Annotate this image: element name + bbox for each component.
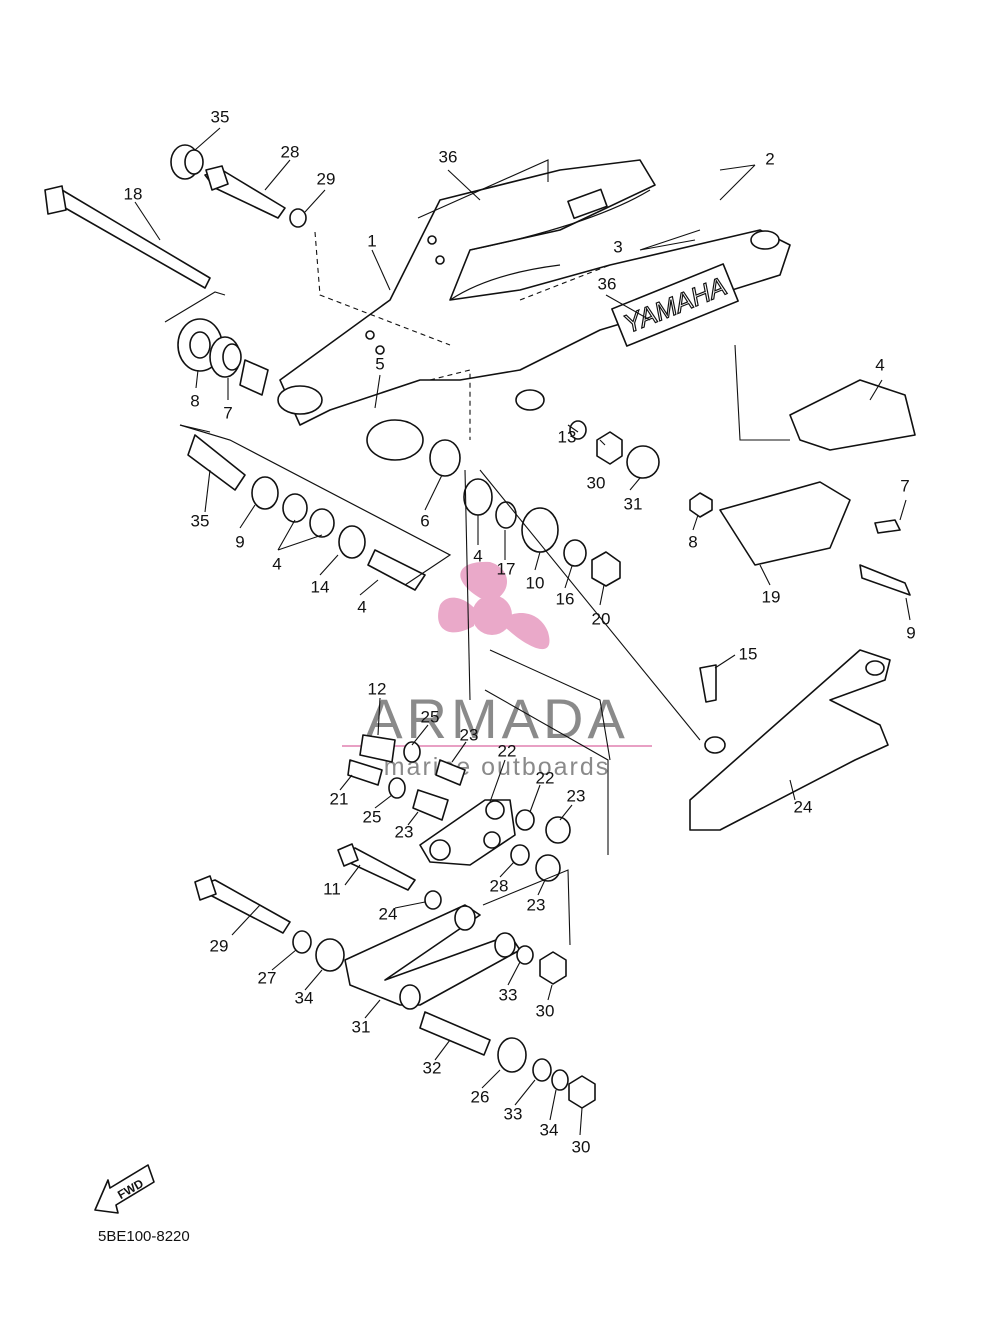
callout-number: 19	[762, 587, 781, 606]
callout-number: 23	[460, 725, 479, 744]
callout-number: 31	[624, 494, 643, 513]
callout-number: 9	[906, 623, 915, 642]
callout-number: 12	[368, 679, 387, 698]
callout-number: 34	[540, 1120, 559, 1139]
callout-number: 5	[375, 354, 384, 373]
chain-guide	[689, 379, 916, 596]
washer-29-upper	[289, 208, 307, 228]
callout-number: 6	[420, 511, 429, 530]
callout-number: 36	[598, 274, 617, 293]
callout-number: 25	[421, 707, 440, 726]
swingarm: YAMAHA	[277, 159, 791, 461]
callout-number: 28	[490, 876, 509, 895]
callout-number: 26	[471, 1087, 490, 1106]
callout-number: 22	[536, 768, 555, 787]
callout-number: 33	[499, 985, 518, 1004]
callout-number: 14	[311, 577, 330, 596]
callout-number: 30	[536, 1001, 555, 1020]
callout-number: 30	[572, 1137, 591, 1156]
callout-number: 9	[235, 532, 244, 551]
callout-number: 24	[794, 797, 813, 816]
callout-number: 8	[688, 532, 697, 551]
callout-number: 4	[875, 355, 884, 374]
callout-number: 17	[497, 559, 516, 578]
callout-number: 25	[363, 807, 382, 826]
watermark-title: ARMADA	[365, 687, 629, 750]
left-pivot-bearings	[177, 318, 452, 591]
callout-number: 35	[191, 511, 210, 530]
callout-number: 34	[295, 988, 314, 1007]
leader-lines	[134, 127, 911, 1136]
callout-number: 4	[473, 546, 482, 565]
callout-number: 7	[900, 476, 909, 495]
callout-number: 16	[556, 589, 575, 608]
callout-number: 29	[210, 936, 229, 955]
fwd-arrow-icon: FWD	[94, 1164, 155, 1214]
callout-number: 20	[592, 609, 611, 628]
callout-number: 22	[498, 741, 517, 760]
callout-number: 36	[439, 147, 458, 166]
callout-number: 4	[272, 554, 281, 573]
callout-number: 23	[395, 822, 414, 841]
callout-number: 2	[765, 149, 774, 168]
callout-number: 4	[357, 597, 366, 616]
watermark-subtitle: marine outboards	[384, 753, 611, 781]
callout-number: 3	[613, 237, 622, 256]
watermark: ARMADA marine outboards	[342, 561, 652, 781]
connecting-rod-32	[194, 843, 596, 1109]
drawing-code: 5BE100-8220	[98, 1228, 190, 1245]
pivot-shaft	[44, 185, 211, 289]
callout-number: 1	[367, 231, 376, 250]
callout-number: 23	[527, 895, 546, 914]
propeller-logo-icon	[438, 561, 550, 650]
callout-number: 13	[558, 427, 577, 446]
callout-number: 28	[281, 142, 300, 161]
callout-number: 31	[352, 1017, 371, 1036]
bolt-12	[699, 664, 717, 703]
callout-number: 30	[587, 473, 606, 492]
callout-number: 7	[223, 403, 232, 422]
relay-linkage	[347, 734, 571, 882]
callout-number: 29	[317, 169, 336, 188]
callout-number: 33	[504, 1104, 523, 1123]
callout-number: 23	[567, 786, 586, 805]
callout-number: 27	[258, 968, 277, 987]
callout-number: 8	[190, 391, 199, 410]
callout-number: 15	[739, 644, 758, 663]
callout-number: 10	[526, 573, 545, 592]
callout-number: 24	[379, 904, 398, 923]
bush-35-upper	[170, 144, 204, 180]
callout-number: 35	[211, 107, 230, 126]
callout-number: 11	[323, 879, 341, 898]
bolt-28-upper	[204, 165, 286, 219]
callout-number: 18	[124, 184, 143, 203]
relay-arm-11	[689, 649, 891, 831]
callout-number: 21	[330, 789, 349, 808]
callout-number: 32	[423, 1058, 442, 1077]
